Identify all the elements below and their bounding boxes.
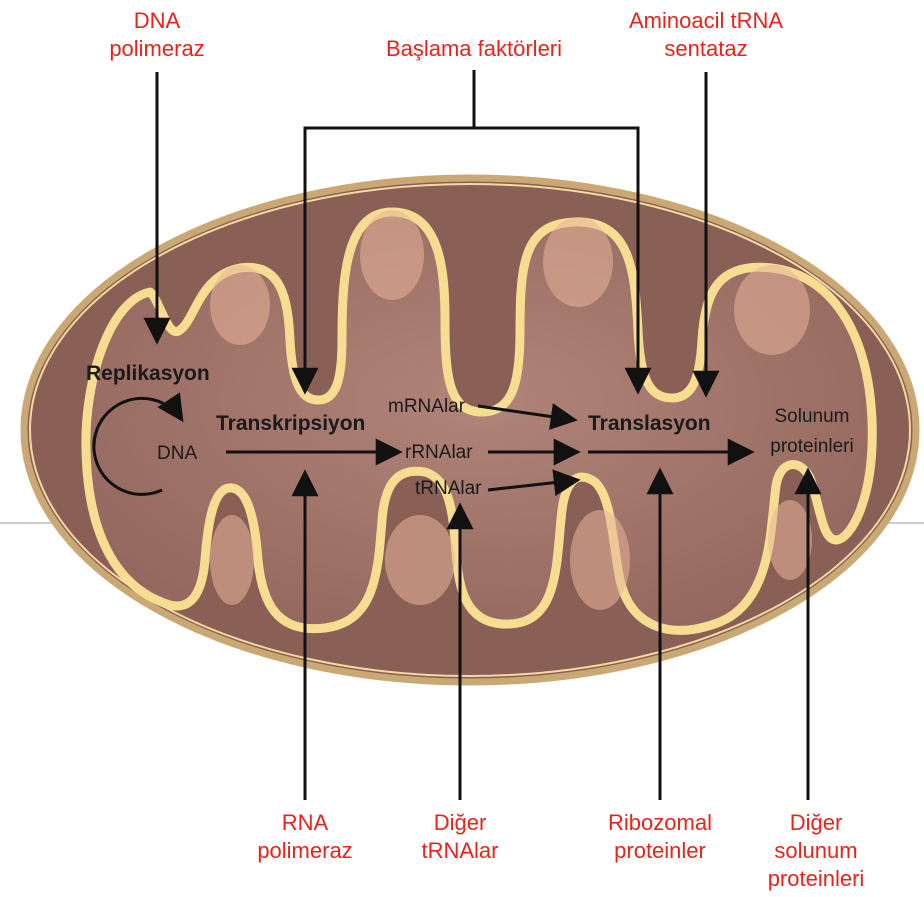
ribosomal-proteins-label-line2: proteinler [614, 838, 706, 863]
rrnas-label: rRNAlar [405, 442, 473, 463]
ribosomal-proteins-label: Ribozomal [608, 810, 712, 835]
other-trnas-label: Diğer [434, 810, 487, 835]
translation-label: Translasyon [588, 412, 711, 435]
respiratory-proteins-label-line2: proteinleri [770, 436, 853, 457]
trnas-label: tRNAlar [415, 478, 482, 499]
other-respiratory-proteins-label-line3: proteinleri [768, 866, 865, 891]
rna-polymerase-label: RNA [282, 810, 329, 835]
aminoacyl-synthetase-label-line2: sentataz [664, 36, 747, 61]
aminoacyl-synthetase-label: Aminoacil tRNA [629, 8, 783, 33]
other-trnas-label-line2: tRNAlar [421, 838, 498, 863]
other-respiratory-proteins-label-line2: solunum [774, 838, 857, 863]
dna-polymerase-label: DNA [134, 8, 181, 33]
respiratory-proteins-label: Solunum [775, 406, 850, 427]
initiation-factors-label: Başlama faktörleri [386, 36, 562, 61]
other-respiratory-proteins-label: Diğer [790, 810, 843, 835]
rna-polymerase-label-line2: polimeraz [257, 838, 352, 863]
dna-label: DNA [157, 443, 197, 464]
transcription-label: Transkripsiyon [216, 412, 365, 435]
mrnas-label: mRNAlar [388, 396, 466, 417]
replication-label: Replikasyon [86, 362, 210, 385]
dna-polymerase-label-line2: polimeraz [109, 36, 204, 61]
